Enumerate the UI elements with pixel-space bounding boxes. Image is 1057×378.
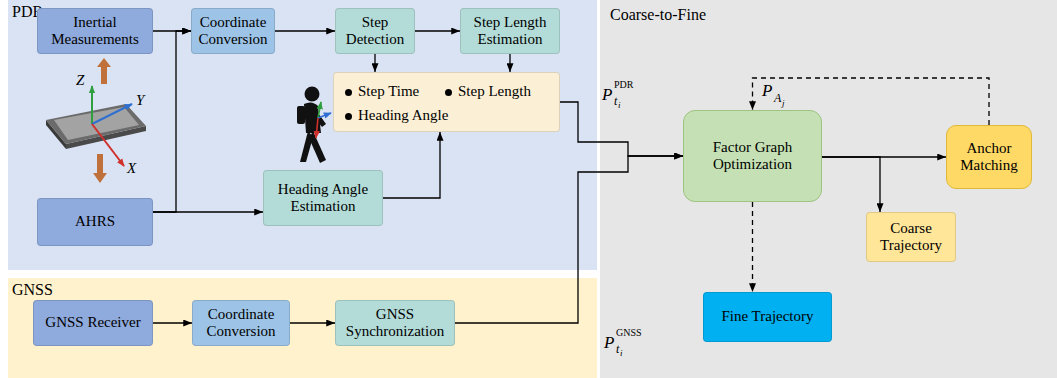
x-axis bbox=[92, 124, 124, 166]
process-box: Anchor Matching bbox=[946, 125, 1032, 189]
bullet-dot bbox=[445, 89, 452, 96]
leg bbox=[300, 131, 313, 162]
box-label: Anchor Matching bbox=[952, 140, 1026, 175]
connector bbox=[290, 322, 335, 323]
box-label: Inertial Measurements bbox=[43, 14, 147, 49]
down-block-arrow bbox=[93, 154, 107, 183]
label-part: PDR bbox=[614, 80, 633, 90]
process-box: GNSS Receiver bbox=[33, 300, 153, 346]
process-box: Step Length Estimation bbox=[460, 8, 560, 54]
label-part: j bbox=[782, 99, 785, 108]
process-box: Step Detection bbox=[335, 8, 415, 54]
body-y-axis bbox=[318, 113, 331, 118]
label-part: t bbox=[614, 95, 617, 107]
edge-label: Pti GNSS bbox=[604, 328, 654, 356]
box-label: GNSS Receiver bbox=[45, 314, 140, 331]
label-part: P bbox=[602, 86, 612, 103]
leg bbox=[309, 131, 326, 163]
process-box: Coordinate Conversion bbox=[192, 300, 290, 346]
label-part: i bbox=[620, 349, 623, 358]
connector bbox=[822, 156, 946, 157]
label-part: A bbox=[774, 92, 781, 104]
process-box: Heading Angle Estimation bbox=[263, 170, 383, 226]
connector bbox=[153, 31, 191, 212]
body-x-axis bbox=[316, 118, 318, 138]
process-box: Coordinate Conversion bbox=[191, 8, 275, 54]
panel-region: Coarse-to-FineFactor Graph Optimization A… bbox=[600, 0, 1057, 378]
label-part: P bbox=[604, 334, 614, 351]
output-list-box: Step Time Step LengthHeading Angle bbox=[333, 72, 560, 132]
connector bbox=[374, 54, 375, 72]
process-box: Fine Trajectory bbox=[703, 292, 832, 342]
edge-label: Pti PDR bbox=[602, 80, 652, 108]
panel-title: GNSS bbox=[12, 281, 53, 299]
head bbox=[305, 87, 320, 102]
box-label: Heading Angle Estimation bbox=[269, 181, 377, 216]
pedestrian-icon bbox=[297, 87, 331, 164]
phone-illustration bbox=[46, 58, 146, 183]
list-item: Step Length bbox=[458, 83, 531, 100]
connector bbox=[383, 132, 440, 198]
box-label: GNSS Synchronization bbox=[341, 306, 449, 341]
connector bbox=[275, 30, 335, 31]
box-label: Fine Trajectory bbox=[721, 308, 813, 325]
process-box: Inertial Measurements bbox=[37, 8, 153, 54]
box-label: Coordinate Conversion bbox=[197, 14, 269, 49]
connector bbox=[153, 30, 191, 31]
connector bbox=[752, 202, 753, 292]
axis-label: X bbox=[127, 160, 136, 177]
connector bbox=[153, 322, 192, 323]
phone-side bbox=[46, 120, 66, 149]
connector bbox=[509, 54, 510, 72]
panel-region: GNSS GNSS Receiver Coordinate Conversion GN… bbox=[8, 278, 597, 378]
process-box: AHRS bbox=[37, 198, 153, 246]
body-z-axis bbox=[318, 102, 321, 118]
list-item: Heading Angle bbox=[358, 107, 448, 124]
connector bbox=[455, 156, 683, 323]
label-part: P bbox=[762, 82, 772, 99]
panel-region: PDRInertial MeasurementsCoordinate Conve… bbox=[8, 0, 597, 270]
axis-label: Z bbox=[76, 72, 84, 89]
label-part: i bbox=[618, 101, 621, 110]
label-part: GNSS bbox=[616, 328, 642, 338]
box-label: Coordinate Conversion bbox=[198, 306, 284, 341]
phone-screen bbox=[54, 107, 139, 140]
y-axis bbox=[92, 104, 132, 124]
z-axis bbox=[91, 86, 93, 124]
box-label: Step Detection bbox=[341, 14, 409, 49]
connector bbox=[415, 30, 460, 31]
connector bbox=[753, 78, 990, 125]
process-box: GNSS Synchronization bbox=[335, 300, 455, 346]
box-label: AHRS bbox=[75, 213, 115, 230]
phone-body bbox=[46, 104, 146, 144]
bullet-dot bbox=[345, 113, 352, 120]
connector bbox=[560, 102, 683, 156]
box-label: Step Length Estimation bbox=[466, 14, 554, 49]
torso bbox=[304, 102, 321, 133]
bullet-dot bbox=[345, 89, 352, 96]
box-label: Coarse Trajectory bbox=[872, 220, 950, 255]
phone-side bbox=[66, 126, 146, 149]
edge-label: PAj bbox=[762, 82, 812, 110]
process-box: Factor Graph Optimization bbox=[683, 110, 822, 202]
process-box: Coarse Trajectory bbox=[866, 212, 956, 262]
box-label: Factor Graph Optimization bbox=[689, 139, 816, 174]
panel-title: Coarse-to-Fine bbox=[610, 6, 706, 24]
connector bbox=[822, 157, 880, 212]
arm bbox=[313, 110, 326, 127]
backpack bbox=[297, 106, 305, 124]
label-part: t bbox=[616, 343, 619, 355]
list-item: Step Time bbox=[358, 83, 419, 100]
connector bbox=[153, 211, 263, 212]
axis-label: Y bbox=[136, 92, 144, 109]
up-block-arrow bbox=[97, 58, 111, 84]
